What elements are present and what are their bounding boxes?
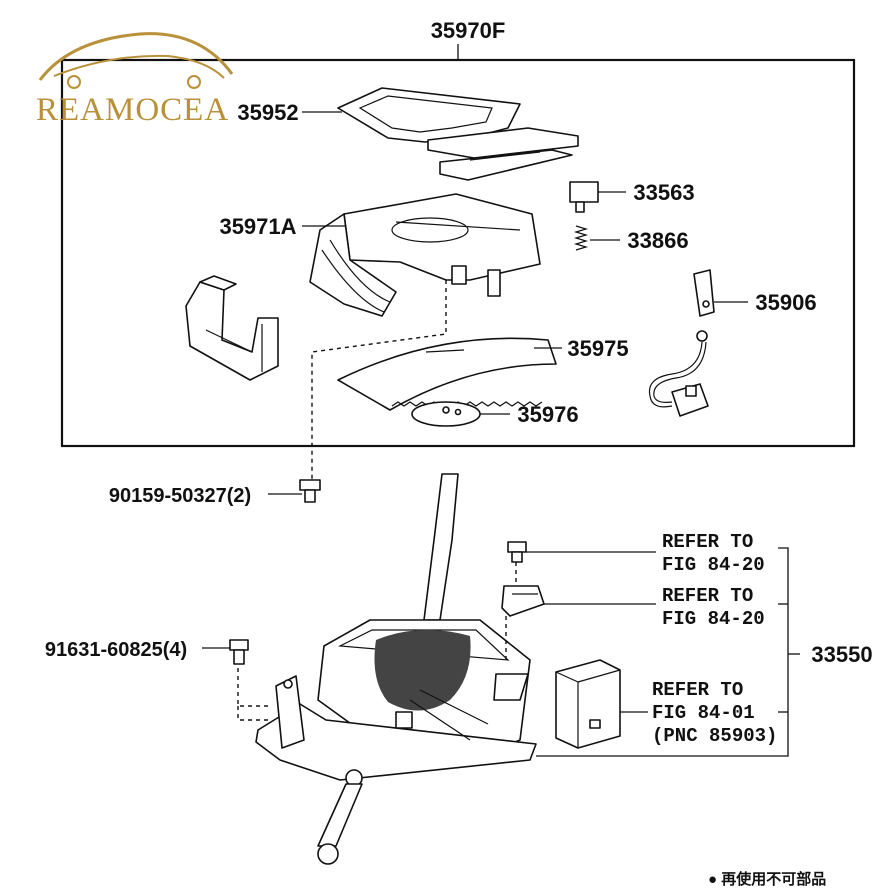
- mount-dashed-line-2: [237, 706, 270, 721]
- ref2-line2: FIG 84-20: [662, 608, 765, 630]
- part-35976-disc: [411, 401, 481, 427]
- assembly-label: 35970F: [431, 18, 506, 43]
- label-35975: 35975: [567, 336, 628, 361]
- part-clip-bracket: [185, 275, 279, 381]
- part-bolt-90159: [299, 479, 321, 503]
- label-35952: 35952: [237, 100, 298, 125]
- watermark-logo: REAMOCEA: [36, 32, 234, 128]
- ref3-line2: FIG 84-01: [652, 702, 755, 724]
- part-wire-harness: [648, 330, 709, 417]
- ref2-line1: REFER TO: [662, 585, 753, 607]
- label-35971A: 35971A: [219, 214, 296, 239]
- legend-text: ● 再使用不可部品: [708, 870, 826, 888]
- label-bolt-90159: 90159-50327(2): [109, 485, 251, 507]
- part-35952-bezel: [337, 87, 579, 181]
- part-33866-spring: [573, 225, 589, 251]
- label-35976: 35976: [517, 402, 578, 427]
- part-bolt-91631: [229, 639, 249, 665]
- bracket-33550: [536, 547, 789, 757]
- part-35975-plate: [337, 337, 557, 411]
- ref3-line1: REFER TO: [652, 679, 743, 701]
- part-ref-bracket: [501, 585, 545, 617]
- part-33550-shift-assembly: [255, 473, 537, 865]
- part-ref-ecu: [555, 659, 621, 749]
- label-35906: 35906: [755, 290, 816, 315]
- label-bolt-91631: 91631-60825(4): [45, 639, 187, 661]
- ref1-line2: FIG 84-20: [662, 554, 765, 576]
- label-33563: 33563: [633, 180, 694, 205]
- alignment-dashed-line: [311, 280, 447, 480]
- ref3-line3: (PNC 85903): [652, 725, 777, 747]
- part-35906-switch: [693, 269, 715, 317]
- part-35971A-housing: [309, 193, 541, 317]
- watermark-brand-text: REAMOCEA: [36, 92, 229, 128]
- ref1-line1: REFER TO: [662, 531, 753, 553]
- label-33866: 33866: [627, 228, 688, 253]
- part-ref-screw: [507, 541, 527, 563]
- label-33550: 33550: [811, 642, 872, 667]
- assembly-frame: [60, 58, 856, 448]
- mount-dashed-line: [237, 660, 270, 707]
- part-33563: [569, 181, 599, 213]
